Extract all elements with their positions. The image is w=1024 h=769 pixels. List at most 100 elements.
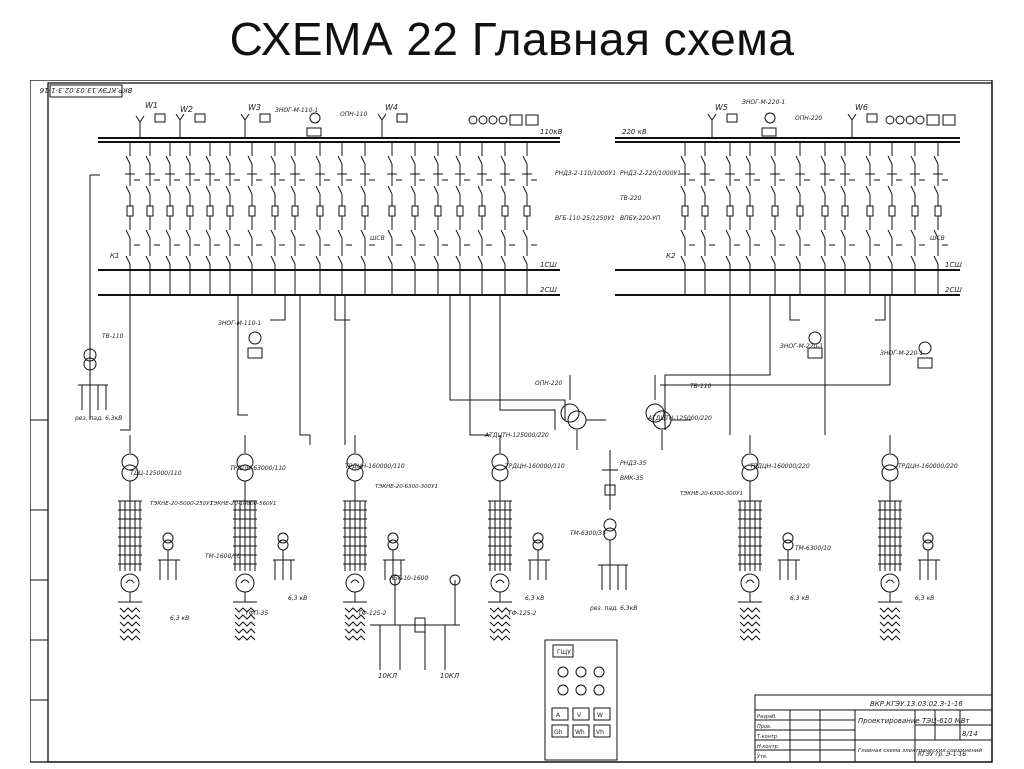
generator-symbol xyxy=(495,579,505,584)
grounding-knife xyxy=(369,179,375,246)
disconnector xyxy=(433,216,439,295)
breaker xyxy=(146,205,154,217)
feeder-bay xyxy=(337,142,352,295)
excitation-winding xyxy=(119,628,141,634)
feeder-bay xyxy=(795,142,810,295)
disconnector xyxy=(725,216,731,295)
grounding-knife xyxy=(464,179,470,246)
tsn-winding xyxy=(532,539,544,551)
generator-symbol xyxy=(240,579,250,584)
note-znog-110: ЗНОГ-М-110-1 xyxy=(275,107,318,114)
breaker xyxy=(478,205,486,217)
tsn-winding xyxy=(922,539,934,551)
disconnector xyxy=(247,142,257,206)
breaker xyxy=(701,205,709,217)
generator-units xyxy=(118,435,940,641)
excitation-winding xyxy=(879,628,901,634)
tsn-label-1: ТМ-1600/10 xyxy=(205,553,241,560)
breaker xyxy=(316,205,324,217)
generator-neutral xyxy=(233,592,257,603)
note-opn-220: ОПН-220 xyxy=(795,115,823,122)
grounding-knife xyxy=(256,179,262,246)
feeder-bay xyxy=(247,142,262,295)
grounding-knife xyxy=(154,179,160,246)
section-label-1: 1СШ xyxy=(540,261,557,269)
disconnector xyxy=(225,142,235,206)
disconnector xyxy=(820,216,826,295)
tsn-winding xyxy=(532,532,544,544)
feeder-bay xyxy=(910,142,925,295)
gen-label-3: ТФП-35 xyxy=(245,610,268,617)
disconnector xyxy=(247,216,253,295)
panel-meter-a: А xyxy=(556,712,561,719)
aux-transformer xyxy=(158,532,180,580)
tsn-leads xyxy=(158,550,180,580)
disconnector xyxy=(933,216,939,295)
breaker-4: ТЭКНЕ-20-6300-300У1 xyxy=(680,491,743,497)
rndz35: РНДЗ-35 xyxy=(620,460,647,467)
disconnector xyxy=(387,216,393,295)
code-stamp: ВКР.КГЭУ.13.03.02.3-1-16 xyxy=(39,86,132,94)
slide-title: СХЕМА 22 Главная схема xyxy=(229,13,795,65)
unit-transformer-winding xyxy=(491,453,509,471)
disconnector xyxy=(360,142,370,206)
breaker xyxy=(271,205,279,217)
code-stamp-box xyxy=(49,84,123,98)
feeder-bay xyxy=(770,142,785,295)
feeder-bay xyxy=(725,142,740,295)
grounding-knife xyxy=(299,179,305,246)
breaker xyxy=(681,205,689,217)
section-label-3: 1СШ xyxy=(945,261,962,269)
disconnector xyxy=(290,142,300,206)
excitation-winding xyxy=(234,635,256,641)
line-label-w5: W5 xyxy=(715,103,728,112)
note-k1: К1 xyxy=(110,252,119,260)
generator-symbol xyxy=(350,579,360,584)
generator-neutral xyxy=(488,592,512,603)
generator-unit xyxy=(118,435,180,641)
disconnector xyxy=(225,216,231,295)
tsn-winding xyxy=(162,532,174,544)
excitation-winding xyxy=(489,614,511,620)
kv-label-4: 6,3 кВ xyxy=(790,595,809,602)
disconnector xyxy=(680,216,686,295)
tsn-winding xyxy=(277,532,289,544)
grounding-knife xyxy=(531,179,537,246)
disconnector xyxy=(795,216,801,295)
generator xyxy=(740,573,760,593)
line-terminals xyxy=(135,112,878,138)
breaker xyxy=(796,205,804,217)
breaker-2: ТЭКНЕ-20-10800-560У1 xyxy=(210,501,277,507)
reserve-transformer xyxy=(78,348,108,410)
autotransformer-2 xyxy=(645,375,691,450)
unit-transformer-winding xyxy=(346,453,364,471)
section-label-2: 2СШ xyxy=(540,286,557,294)
title-row-3: Н.контр. xyxy=(757,744,779,750)
control-panel xyxy=(544,639,618,761)
grounding-knife xyxy=(734,179,740,246)
disconnector xyxy=(865,142,875,206)
tsn-winding xyxy=(922,532,934,544)
disconnector xyxy=(522,142,532,206)
generator-unit xyxy=(233,435,295,641)
disconnector xyxy=(725,142,735,206)
drawing-frame xyxy=(29,79,993,763)
kv-label-1: 6,3 кВ xyxy=(170,615,189,622)
tsn-leads xyxy=(383,550,405,580)
disconnector xyxy=(887,142,897,206)
grounding-knife xyxy=(346,179,352,246)
breaker xyxy=(866,205,874,217)
tsn-label-3: ТМ-6300/10 xyxy=(795,545,831,552)
grounding-knife xyxy=(689,179,695,246)
breaker xyxy=(186,205,194,217)
generator-busduct xyxy=(878,481,902,571)
aux-35kv xyxy=(598,450,628,590)
note-znog-220: ЗНОГ-М-220-1 xyxy=(742,99,785,106)
disconnector xyxy=(290,216,296,295)
note-rndz-220: РНДЗ-2-220/1000У1 xyxy=(620,170,681,177)
unit-transformer-winding xyxy=(741,453,759,471)
kru-label-2: 10КЛ xyxy=(440,672,460,680)
grounding-knife xyxy=(174,179,180,246)
breaker xyxy=(821,205,829,217)
tsn-winding xyxy=(387,539,399,551)
